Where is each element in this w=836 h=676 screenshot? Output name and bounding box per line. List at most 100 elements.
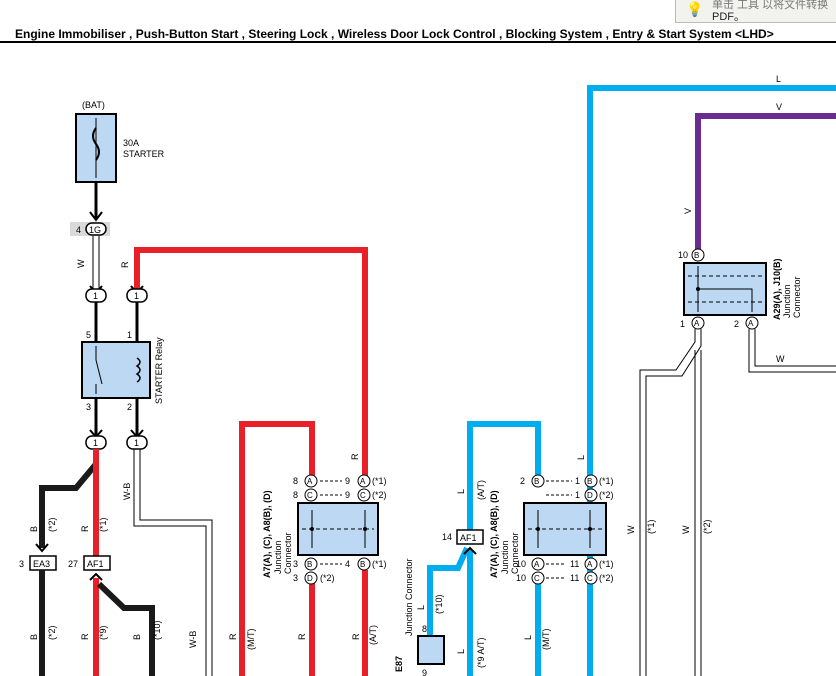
svg-text:A: A — [694, 319, 700, 328]
svg-text:R: R — [80, 633, 90, 640]
svg-text:L: L — [576, 455, 586, 460]
svg-text:W: W — [776, 354, 785, 364]
svg-text:R: R — [228, 633, 238, 640]
svg-text:W-B: W-B — [188, 631, 198, 648]
svg-text:A: A — [360, 477, 366, 486]
svg-text:(M/T): (M/T) — [541, 629, 551, 651]
fuse-icon — [92, 127, 100, 161]
svg-text:R: R — [120, 261, 130, 268]
svg-text:AF1: AF1 — [460, 533, 477, 543]
svg-text:C: C — [307, 491, 313, 500]
arrow-icon — [89, 211, 103, 222]
svg-text:1G: 1G — [89, 225, 101, 235]
svg-text:(*1): (*1) — [372, 559, 387, 569]
coil-icon — [135, 357, 141, 383]
svg-text:(*2): (*2) — [599, 490, 614, 500]
svg-text:L: L — [776, 74, 781, 84]
svg-text:(A/T): (A/T) — [476, 480, 486, 500]
svg-text:(*1): (*1) — [599, 559, 614, 569]
starter-fuse: (BAT) 30A STARTER — [75, 100, 165, 183]
svg-text:L: L — [523, 635, 533, 640]
svg-text:W-B: W-B — [122, 483, 132, 500]
svg-text:8: 8 — [293, 490, 298, 500]
svg-text:(*10): (*10) — [152, 620, 162, 640]
svg-text:L: L — [416, 605, 426, 610]
svg-text:10: 10 — [516, 573, 526, 583]
svg-text:1: 1 — [575, 490, 580, 500]
svg-text:W: W — [76, 259, 86, 268]
connector-e87: 8 9 E87 Junction Connector — [394, 558, 445, 676]
svg-text:B: B — [534, 477, 539, 486]
svg-text:L: L — [456, 489, 466, 494]
fuse-bat-label: (BAT) — [82, 100, 105, 110]
svg-text:10: 10 — [678, 250, 688, 260]
svg-text:Connector: Connector — [510, 532, 520, 574]
svg-text:A29(A), J10(B): A29(A), J10(B) — [772, 258, 782, 320]
svg-text:C: C — [587, 574, 593, 583]
svg-text:2: 2 — [734, 319, 739, 329]
svg-text:(*1): (*1) — [646, 519, 656, 534]
convert-tooltip[interactable]: 💡 单击 工具 以将文件转换 PDF。 — [675, 0, 836, 23]
svg-text:R: R — [351, 633, 361, 640]
junction-connector-right: 10 B 1 A 2 A A29(A), J10(B) Junction Con… — [678, 248, 802, 330]
svg-text:A7(A), (C), A8(B), (D): A7(A), (C), A8(B), (D) — [262, 490, 272, 578]
svg-text:C: C — [360, 491, 366, 500]
svg-text:(*2): (*2) — [320, 573, 335, 583]
svg-text:D: D — [587, 491, 593, 500]
connector-af1-mid: 14 AF1 — [442, 529, 484, 555]
svg-text:D: D — [307, 574, 313, 583]
svg-text:Junction Connector: Junction Connector — [404, 558, 414, 636]
svg-text:(*1): (*1) — [372, 476, 387, 486]
svg-text:2: 2 — [520, 476, 525, 486]
svg-text:11: 11 — [570, 573, 579, 583]
svg-text:8: 8 — [293, 476, 298, 486]
svg-text:B: B — [29, 526, 39, 532]
svg-text:1: 1 — [134, 291, 139, 301]
svg-text:B: B — [307, 560, 312, 569]
page-title: Engine Immobiliser , Push-Button Start ,… — [15, 27, 774, 41]
svg-text:(A/T): (A/T) — [368, 625, 378, 645]
tooltip-line-1: 单击 工具 以将文件转换 — [712, 0, 829, 11]
svg-text:Junction: Junction — [273, 540, 283, 574]
svg-text:B: B — [132, 634, 142, 640]
tooltip-line-2: PDF。 — [712, 11, 745, 23]
svg-text:B: B — [694, 251, 699, 260]
svg-text:(*2): (*2) — [47, 625, 57, 640]
svg-text:3: 3 — [86, 402, 91, 412]
svg-text:R: R — [297, 633, 307, 640]
svg-text:Connector: Connector — [792, 276, 802, 318]
junction-connector-mid: A7(A), (C), A8(B), (D) Junction Connecto… — [489, 490, 607, 578]
svg-text:Junction: Junction — [500, 540, 510, 574]
relay-name: STARTER Relay — [154, 337, 164, 404]
svg-text:B: B — [587, 477, 592, 486]
svg-text:5: 5 — [86, 330, 91, 340]
svg-text:(*2): (*2) — [702, 519, 712, 534]
svg-text:V: V — [683, 208, 693, 214]
starter-relay: 5 1 3 2 STARTER Relay — [81, 330, 164, 412]
svg-text:9: 9 — [422, 668, 427, 676]
svg-text:1: 1 — [127, 330, 132, 340]
svg-text:W: W — [626, 525, 636, 534]
svg-text:(*9): (*9) — [98, 625, 108, 640]
svg-text:Junction: Junction — [782, 284, 792, 318]
svg-text:1: 1 — [575, 476, 580, 486]
svg-text:B: B — [29, 634, 39, 640]
svg-text:A: A — [587, 560, 593, 569]
svg-text:9: 9 — [345, 476, 350, 486]
svg-text:(*1): (*1) — [98, 517, 108, 532]
title-rule — [0, 41, 836, 43]
svg-text:C: C — [534, 574, 540, 583]
svg-text:27: 27 — [68, 559, 78, 569]
svg-text:Connector: Connector — [283, 532, 293, 574]
svg-text:V: V — [776, 102, 782, 112]
svg-text:E87: E87 — [394, 656, 404, 672]
junction-connector-left: A7(A), (C), A8(B), (D) Junction Connecto… — [262, 490, 379, 578]
fuse-name: STARTER — [123, 149, 165, 159]
svg-text:3: 3 — [19, 559, 24, 569]
svg-text:(*1): (*1) — [599, 476, 614, 486]
svg-text:4: 4 — [76, 225, 81, 235]
svg-text:1: 1 — [93, 438, 98, 448]
svg-text:(*9 A/T): (*9 A/T) — [476, 637, 486, 668]
svg-text:1: 1 — [134, 438, 139, 448]
svg-text:(*10): (*10) — [434, 594, 444, 614]
